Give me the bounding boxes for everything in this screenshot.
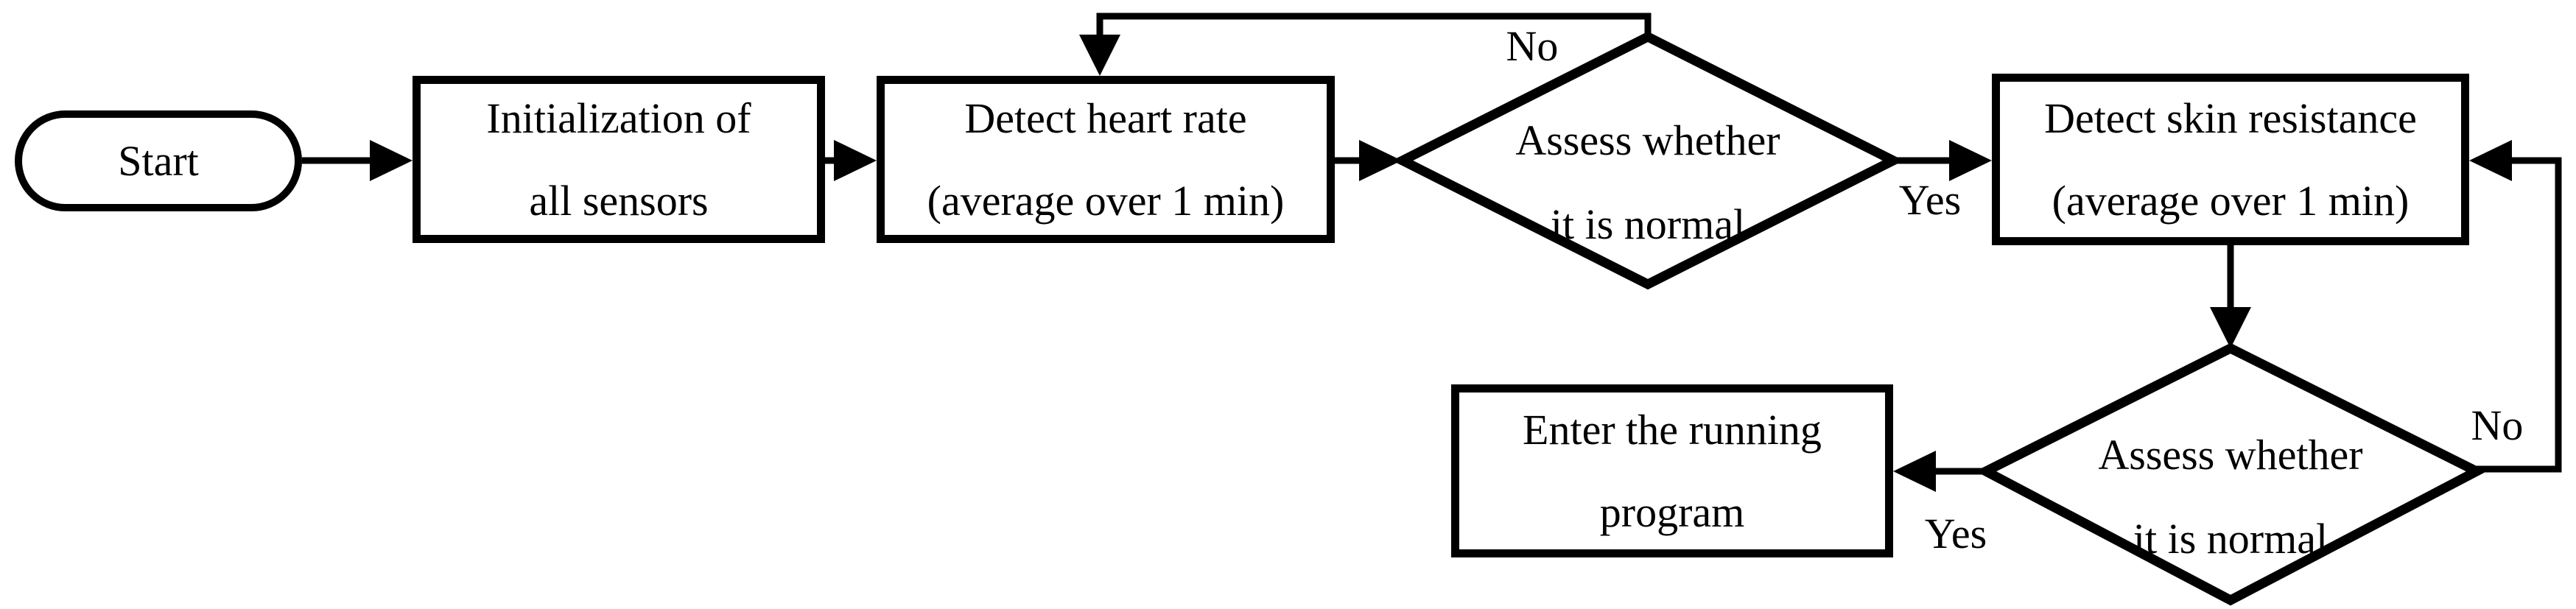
arrowhead-into-init xyxy=(370,140,413,181)
assess-skin-line2: it is normal xyxy=(2133,515,2328,563)
edge-assess-no-loop xyxy=(1096,13,1652,38)
arrowhead-into-heart xyxy=(834,140,877,181)
arrowhead-no-loop-into-heart xyxy=(1079,35,1120,76)
enter-running-program-line1: Enter the running xyxy=(1523,405,1822,454)
start-node: Start xyxy=(15,110,302,211)
arrowhead-into-skin xyxy=(1949,140,1992,181)
detect-skin-resistance-node: Detect skin resistance (average over 1 m… xyxy=(1992,74,2469,245)
edge-label-skin-yes: Yes xyxy=(1924,510,1987,557)
detect-skin-resistance-line1: Detect skin resistance xyxy=(2044,94,2417,142)
arrowhead-no-loop-into-skin xyxy=(2469,140,2512,181)
assess-heart-line1: Assess whether xyxy=(1515,116,1780,164)
assess-skin-line1: Assess whether xyxy=(2098,431,2363,479)
edge-label-heart-yes: Yes xyxy=(1898,176,1962,224)
assess-heart-line2: it is normal xyxy=(1550,200,1746,248)
decision-assess-skin-shape xyxy=(1975,342,2488,606)
arrowhead-into-run xyxy=(1893,451,1936,492)
detect-skin-resistance-line2: (average over 1 min) xyxy=(2052,176,2410,225)
enter-running-program-line2: program xyxy=(1599,487,1745,536)
assess-skin-decision-label: Assess whether it is normal xyxy=(2022,401,2439,593)
start-node-label: Start xyxy=(118,136,199,185)
edge-assess2-no-loop xyxy=(2477,157,2562,473)
init-sensors-node: Initialization of all sensors xyxy=(413,76,825,243)
decision-assess-heart-shape xyxy=(1391,31,1904,290)
detect-heart-rate-line1: Detect heart rate xyxy=(964,94,1247,142)
edge-label-heart-no: No xyxy=(1506,22,1559,70)
arrowhead-into-assess2 xyxy=(2210,307,2251,348)
init-sensors-line2: all sensors xyxy=(529,176,709,225)
detect-heart-rate-node: Detect heart rate (average over 1 min) xyxy=(877,76,1335,243)
arrowhead-into-assess xyxy=(1359,140,1402,181)
enter-running-program-node: Enter the running program xyxy=(1451,384,1893,557)
init-sensors-line1: Initialization of xyxy=(486,94,751,142)
detect-heart-rate-line2: (average over 1 min) xyxy=(927,176,1285,225)
edge-label-skin-no: No xyxy=(2471,401,2524,449)
assess-heart-decision-label: Assess whether it is normal xyxy=(1439,87,1856,278)
